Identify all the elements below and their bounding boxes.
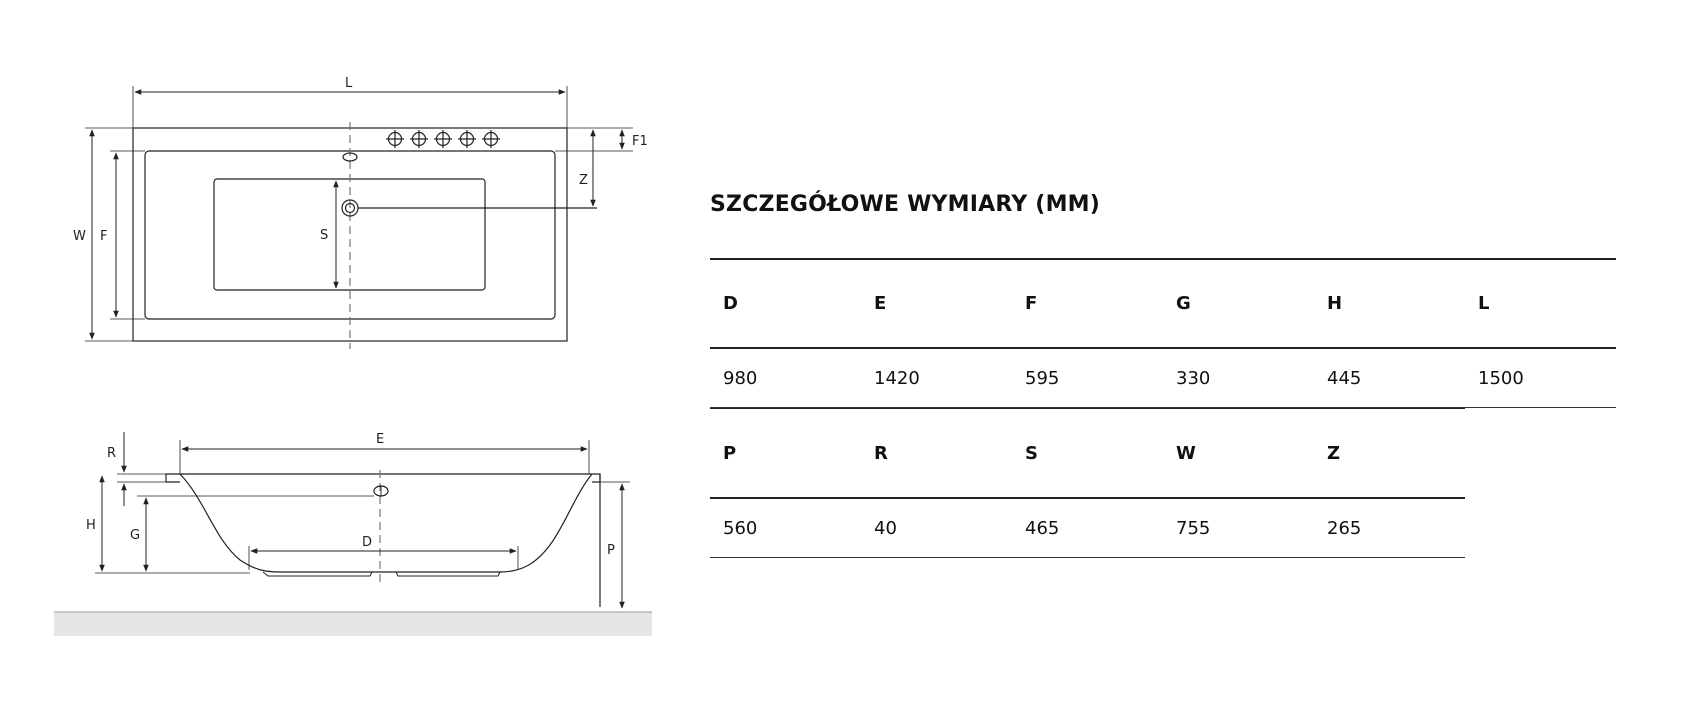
bathtub-technical-drawing: L F1 Z W F S (54, 76, 652, 636)
label-D: D (362, 535, 372, 550)
overflow-icon (342, 152, 358, 162)
dim-value-F: 595 (1012, 349, 1163, 408)
crosshair-icon (458, 130, 476, 148)
label-W: W (73, 229, 86, 244)
label-Z: Z (579, 173, 588, 188)
dim-key-F: F (1012, 258, 1163, 349)
dim-value-D: 980 (710, 349, 861, 408)
label-G: G (130, 528, 140, 543)
dimensions-table: D E F G H L 980 1420 595 330 445 1500 P … (710, 258, 1617, 558)
dim-key-W: W (1163, 408, 1314, 499)
dim-key-Z: Z (1314, 408, 1465, 499)
label-H: H (86, 518, 96, 533)
empty-cell (1465, 408, 1616, 467)
crosshair-icon (386, 130, 404, 148)
dim-value-Z: 265 (1314, 499, 1465, 558)
dim-key-D: D (710, 258, 861, 349)
dim-key-R: R (861, 408, 1012, 499)
dim-key-S: S (1012, 408, 1163, 499)
dimensions-spec: SZCZEGÓŁOWE WYMIARY (MM) D E F G H L 980… (710, 190, 1617, 558)
dim-value-R: 40 (861, 499, 1012, 558)
dim-key-G: G (1163, 258, 1314, 349)
dim-key-L: L (1465, 258, 1616, 349)
tub-side-profile (165, 473, 601, 483)
label-F: F (100, 229, 107, 244)
dim-key-P: P (710, 408, 861, 499)
top-view (85, 86, 633, 349)
spec-title: SZCZEGÓŁOWE WYMIARY (MM) (710, 192, 1101, 217)
dim-value-L: 1500 (1465, 349, 1616, 408)
tub-bottom (213, 178, 486, 291)
label-L: L (345, 76, 353, 91)
crosshair-icon (482, 130, 500, 148)
tap-holes (386, 130, 500, 148)
side-view (95, 432, 630, 609)
dim-key-E: E (861, 258, 1012, 349)
dim-value-S: 465 (1012, 499, 1163, 558)
dim-value-G: 330 (1163, 349, 1314, 408)
label-P: P (607, 543, 615, 558)
label-E: E (376, 432, 384, 447)
label-F1: F1 (632, 134, 648, 149)
dim-key-H: H (1314, 258, 1465, 349)
side-view-labels: E R H G D P (86, 432, 615, 558)
dim-value-P: 560 (710, 499, 861, 558)
label-S: S (320, 228, 328, 243)
dim-value-W: 755 (1163, 499, 1314, 558)
empty-cell (1465, 499, 1616, 558)
dim-value-E: 1420 (861, 349, 1012, 408)
dim-value-H: 445 (1314, 349, 1465, 408)
crosshair-icon (410, 130, 428, 148)
top-view-labels: L F1 Z W F S (73, 76, 648, 244)
floor (54, 612, 652, 636)
crosshair-icon (434, 130, 452, 148)
label-R: R (107, 446, 116, 461)
